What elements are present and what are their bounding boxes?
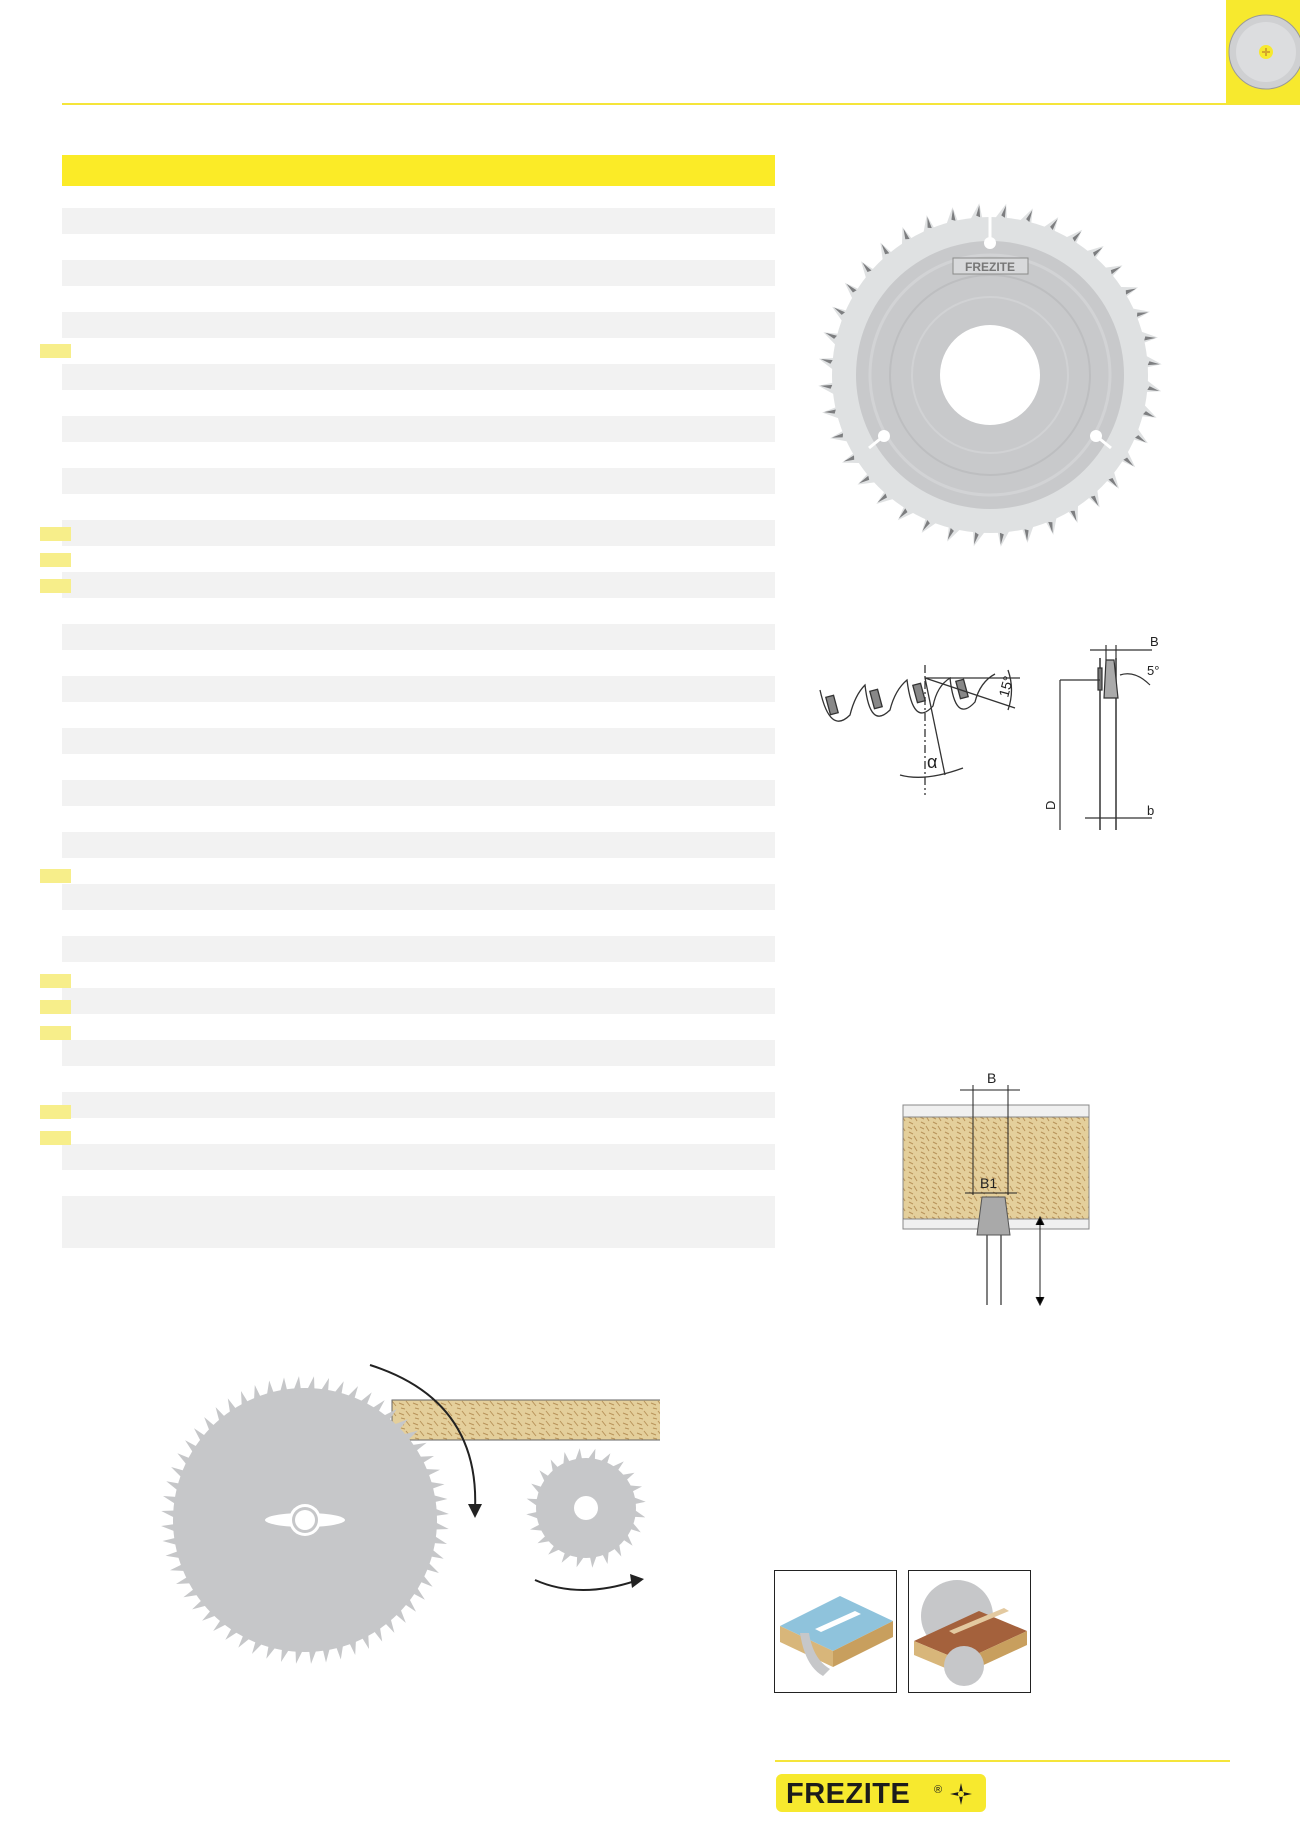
tooth-geometry-diagram: 15° α	[819, 665, 1020, 795]
row-marker	[40, 1000, 71, 1014]
table-row	[62, 884, 775, 910]
panel-cut-icon	[914, 1580, 1027, 1686]
scoring-setup-illustration	[161, 1364, 660, 1664]
corner-blade-icon	[1228, 14, 1300, 90]
table-row	[62, 364, 775, 390]
tooth-tip	[999, 532, 1004, 545]
tooth-tip	[1110, 266, 1121, 275]
tooth-tip	[1072, 231, 1082, 242]
tooth-tip	[877, 493, 887, 503]
side-angle-label: 5°	[1147, 663, 1159, 678]
tooth-tip	[881, 244, 890, 255]
tooth-tip	[825, 332, 837, 339]
panel	[391, 1399, 660, 1441]
tooth-tip	[843, 455, 855, 462]
tooth-tip	[1143, 411, 1155, 418]
tooth-tip	[1108, 478, 1118, 488]
row-marker	[40, 1105, 71, 1119]
table-row	[62, 1144, 775, 1170]
scoring-cut-icon	[780, 1596, 893, 1676]
scoring-cross-section: B B1	[902, 1070, 1090, 1307]
scoring-cut-thumbnail	[774, 1570, 897, 1693]
table-row	[62, 520, 775, 546]
tooth-tip	[1135, 435, 1146, 443]
table-row	[62, 988, 775, 1014]
tooth-tip	[1001, 205, 1006, 218]
table-header-bar	[62, 155, 775, 186]
width-top-label: B	[1150, 634, 1159, 649]
tooth-tip	[824, 409, 836, 414]
arbor-hole	[940, 325, 1040, 425]
row-marker	[40, 527, 71, 541]
spec-table	[62, 186, 775, 1266]
saw-blade-illustration: FREZITE	[818, 203, 1162, 547]
tooth-tip	[1093, 247, 1103, 257]
tooth-tip	[1050, 219, 1058, 230]
tooth-tip	[1125, 288, 1137, 295]
tooth-tip	[1048, 521, 1053, 534]
tooth-tip	[903, 228, 910, 240]
brand-name: FREZITE	[786, 1778, 911, 1810]
tooth-tip	[947, 528, 954, 540]
brand-mark-icon	[950, 1783, 972, 1805]
tooth-tip	[951, 209, 956, 221]
table-row	[62, 1196, 775, 1248]
table-row	[62, 624, 775, 650]
row-marker	[40, 1131, 71, 1145]
tooth-tip	[1026, 210, 1033, 222]
header-rule	[62, 103, 1300, 105]
row-marker	[40, 974, 71, 988]
diameter-label: D	[1043, 801, 1058, 810]
tooth-tip	[820, 359, 833, 364]
tooth-tip	[831, 433, 844, 438]
tooth-tip	[1147, 386, 1160, 391]
table-row	[62, 936, 775, 962]
scorer-width-label: B1	[980, 1175, 997, 1191]
table-row	[62, 312, 775, 338]
row-marker	[40, 1026, 71, 1040]
row-marker	[40, 579, 71, 593]
row-marker	[40, 553, 71, 567]
tooth-tip	[898, 508, 908, 519]
tooth-tip	[1144, 336, 1156, 341]
tooth-tip	[1123, 457, 1134, 467]
tooth-tip	[1090, 495, 1099, 506]
table-row	[62, 676, 775, 702]
table-row	[62, 728, 775, 754]
registered-mark: ®	[934, 1784, 943, 1796]
cut-width-label: B	[987, 1070, 996, 1086]
table-row	[62, 832, 775, 858]
tooth-tip	[859, 475, 870, 484]
tooth-tip	[1147, 361, 1160, 366]
blade-profile-diagram: B 5° D b	[1043, 634, 1159, 830]
tooth-tip	[1024, 529, 1029, 541]
blade-stamp-text: FREZITE	[965, 260, 1015, 274]
tooth-tip	[922, 520, 930, 531]
table-row	[62, 468, 775, 494]
tooth-tip	[1070, 510, 1077, 522]
footer-rule	[775, 1760, 1230, 1762]
table-row	[62, 780, 775, 806]
body-width-label: b	[1147, 803, 1154, 818]
row-marker	[40, 344, 71, 358]
table-row	[62, 1092, 775, 1118]
corner-badge	[1226, 0, 1300, 104]
table-row	[62, 572, 775, 598]
brand-logo: FREZITE ®	[776, 1774, 986, 1812]
blade-stamp	[952, 257, 1029, 275]
tooth-tip	[862, 262, 872, 272]
table-row	[62, 1040, 775, 1066]
tooth-tip	[820, 384, 833, 389]
top-angle-label: 15°	[995, 674, 1016, 699]
table-row	[62, 416, 775, 442]
tooth-tip	[846, 283, 857, 293]
row-marker	[40, 869, 71, 883]
table-row	[62, 260, 775, 286]
table-row	[62, 208, 775, 234]
tooth-tip	[834, 307, 845, 315]
hook-angle-label: α	[927, 752, 937, 772]
tooth-tip	[976, 205, 981, 218]
panel-cut-thumbnail	[908, 1570, 1031, 1693]
tooth-tip	[974, 532, 979, 545]
